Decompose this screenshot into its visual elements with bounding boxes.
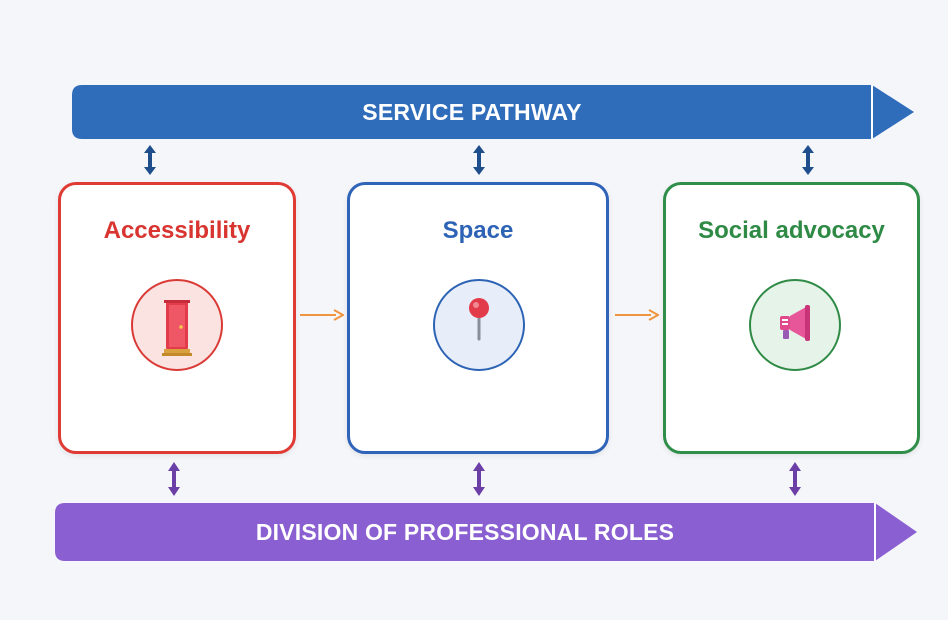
megaphone-icon <box>780 305 810 341</box>
flow-arrow-1 <box>300 309 344 321</box>
social-advocacy-title: Social advocacy <box>698 217 885 244</box>
accessibility-card: Accessibility <box>58 182 296 454</box>
social-advocacy-icon-circle <box>749 279 841 371</box>
door-icon <box>162 300 192 356</box>
division-of-roles-arrow-shape <box>55 503 917 561</box>
accessibility-title: Accessibility <box>103 217 251 244</box>
division-of-roles-band: DIVISION OF PROFESSIONAL ROLES <box>55 503 917 561</box>
bottom-connector-arrow-2 <box>473 462 485 496</box>
top-connector-arrow-3 <box>802 145 814 175</box>
bottom-connector-arrow-3 <box>789 462 801 496</box>
space-card: Space <box>347 182 609 454</box>
space-title: Space <box>442 217 514 244</box>
pushpin-icon <box>469 298 489 341</box>
division-of-roles-label: DIVISION OF PROFESSIONAL ROLES <box>255 518 675 545</box>
top-connector-arrow-2 <box>473 145 485 175</box>
space-icon-circle <box>433 279 525 371</box>
bottom-connector-arrow-1 <box>168 462 180 496</box>
service-pathway-band: SERVICE PATHWAY <box>72 85 914 139</box>
accessibility-icon-circle <box>131 279 223 371</box>
flow-arrow-2 <box>615 309 659 321</box>
service-pathway-label: SERVICE PATHWAY <box>362 98 582 125</box>
service-pathway-arrow-shape <box>72 85 914 139</box>
social-advocacy-card: Social advocacy <box>663 182 920 454</box>
top-connector-arrow-1 <box>144 145 156 175</box>
